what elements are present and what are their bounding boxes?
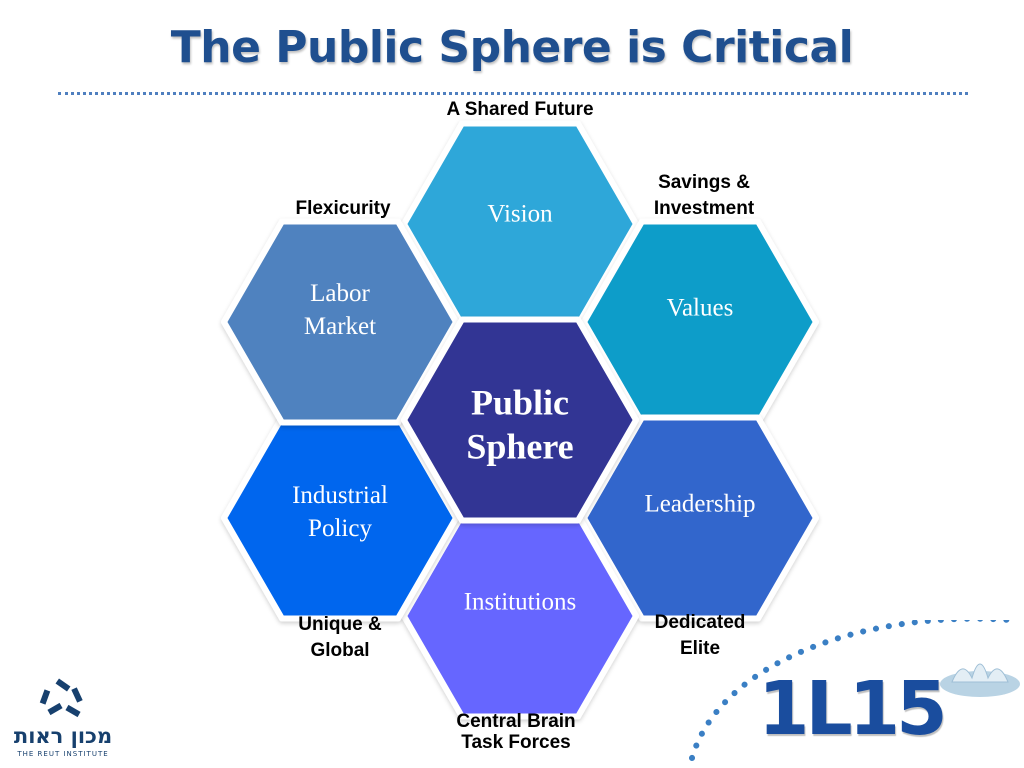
hexagon-labor-market-label: Market xyxy=(304,313,376,340)
hexagon-leadership: Leadership xyxy=(581,414,819,622)
outer-label-central-brain-line: Central Brain xyxy=(456,711,576,732)
outer-label-flexicurity-line: Flexicurity xyxy=(295,198,391,219)
outer-label-flexicurity: Flexicurity xyxy=(243,196,443,222)
outer-label-unique-global: Unique & Global xyxy=(240,612,440,664)
outer-label-unique-global-line: Global xyxy=(310,640,370,661)
title-divider xyxy=(58,92,968,95)
outer-label-unique-global-line: Unique & xyxy=(298,614,382,635)
hexagon-leadership-shape xyxy=(581,414,819,622)
hexagon-center-shape xyxy=(401,316,639,524)
dotted-arc-icon xyxy=(689,620,1020,761)
hexagon-industrial-policy-label: Industrial xyxy=(292,482,388,509)
hexagon-labor-market-label: Labor xyxy=(310,280,370,307)
hexagon-vision-label: Vision xyxy=(487,201,553,228)
product-logo: 1L15 xyxy=(680,620,1024,768)
outer-label-savings-investment: Savings & Investment xyxy=(604,170,804,222)
outer-label-dedicated-elite-line: Elite xyxy=(679,638,721,659)
hexagon-labor-market-shape xyxy=(221,218,459,426)
hexagon-leadership-label: Leadership xyxy=(644,491,755,518)
hexagon-center-label: Public xyxy=(471,382,569,422)
outer-label-shared-future: A Shared Future xyxy=(420,97,620,123)
hexagon-industrial-policy-label: Policy xyxy=(308,515,372,542)
outer-label-shared-future-line: A Shared Future xyxy=(446,99,594,120)
hexagon-institutions-label: Institutions xyxy=(464,589,577,616)
outer-label-central-brain-line: Task Forces xyxy=(461,732,571,753)
reut-logo-name: מכון ראות xyxy=(13,724,113,748)
product-logo-mark: 1L15 xyxy=(758,666,948,752)
hexagon-center-label: Sphere xyxy=(466,426,573,466)
hexagon-values-label: Values xyxy=(667,295,734,322)
reut-logo: מכון ראות THE REUT INSTITUTE xyxy=(8,678,118,760)
reut-star-icon xyxy=(39,678,83,718)
outer-label-savings-investment-line: Savings & xyxy=(658,172,750,193)
water-lily-icon xyxy=(940,663,1020,697)
outer-label-dedicated-elite-line: Dedicated xyxy=(654,612,746,633)
hexagon-values: Values xyxy=(581,218,819,426)
page-title: The Public Sphere is Critical xyxy=(170,22,854,73)
reut-logo-subtitle: THE REUT INSTITUTE xyxy=(17,750,109,758)
outer-label-savings-investment-line: Investment xyxy=(653,198,755,219)
